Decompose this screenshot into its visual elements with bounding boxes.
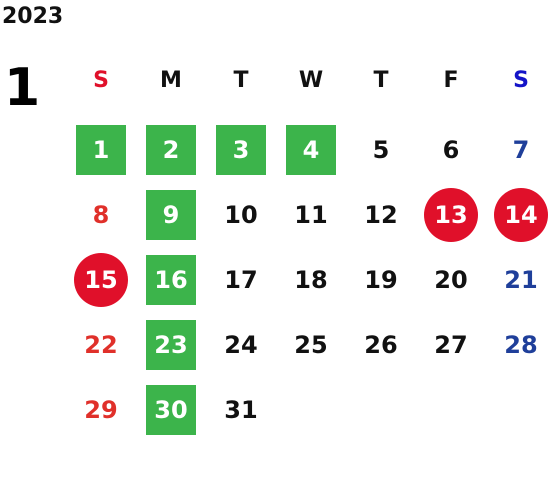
weekday-label: T <box>373 68 389 93</box>
day-cell[interactable]: 29 <box>84 396 118 424</box>
day-cell[interactable]: 21 <box>504 266 538 294</box>
weekday-label: W <box>298 68 324 93</box>
day-cell[interactable]: 24 <box>224 331 258 359</box>
day-cell[interactable]: 3 <box>216 125 266 175</box>
day-cell[interactable]: 5 <box>372 136 390 164</box>
day-cell[interactable]: 13 <box>424 188 478 242</box>
day-cell[interactable]: 19 <box>364 266 398 294</box>
day-cell[interactable]: 14 <box>494 188 548 242</box>
weekday-label: M <box>160 68 182 93</box>
day-cell[interactable]: 10 <box>224 201 258 229</box>
day-cell[interactable]: 7 <box>512 136 530 164</box>
month-number: 1 <box>4 58 41 118</box>
day-cell[interactable]: 9 <box>146 190 196 240</box>
day-cell[interactable]: 25 <box>294 331 328 359</box>
day-cell[interactable]: 27 <box>434 331 468 359</box>
day-cell[interactable]: 15 <box>74 253 128 307</box>
weekday-label: S <box>513 68 529 93</box>
day-cell[interactable]: 6 <box>442 136 460 164</box>
day-cell[interactable]: 28 <box>504 331 538 359</box>
day-cell[interactable]: 17 <box>224 266 258 294</box>
day-cell[interactable]: 11 <box>294 201 328 229</box>
day-cell[interactable]: 16 <box>146 255 196 305</box>
day-cell[interactable]: 26 <box>364 331 398 359</box>
day-cell[interactable]: 20 <box>434 266 468 294</box>
day-cell[interactable]: 23 <box>146 320 196 370</box>
day-cell[interactable]: 31 <box>224 396 258 424</box>
weekday-label: S <box>93 68 109 93</box>
weekday-label: F <box>443 68 459 93</box>
year-label: 2023 <box>2 4 64 29</box>
day-cell[interactable]: 1 <box>76 125 126 175</box>
day-cell[interactable]: 2 <box>146 125 196 175</box>
day-cell[interactable]: 12 <box>364 201 398 229</box>
day-cell[interactable]: 8 <box>92 201 110 229</box>
day-cell[interactable]: 22 <box>84 331 118 359</box>
day-cell[interactable]: 30 <box>146 385 196 435</box>
day-cell[interactable]: 18 <box>294 266 328 294</box>
weekday-label: T <box>233 68 249 93</box>
day-cell[interactable]: 4 <box>286 125 336 175</box>
